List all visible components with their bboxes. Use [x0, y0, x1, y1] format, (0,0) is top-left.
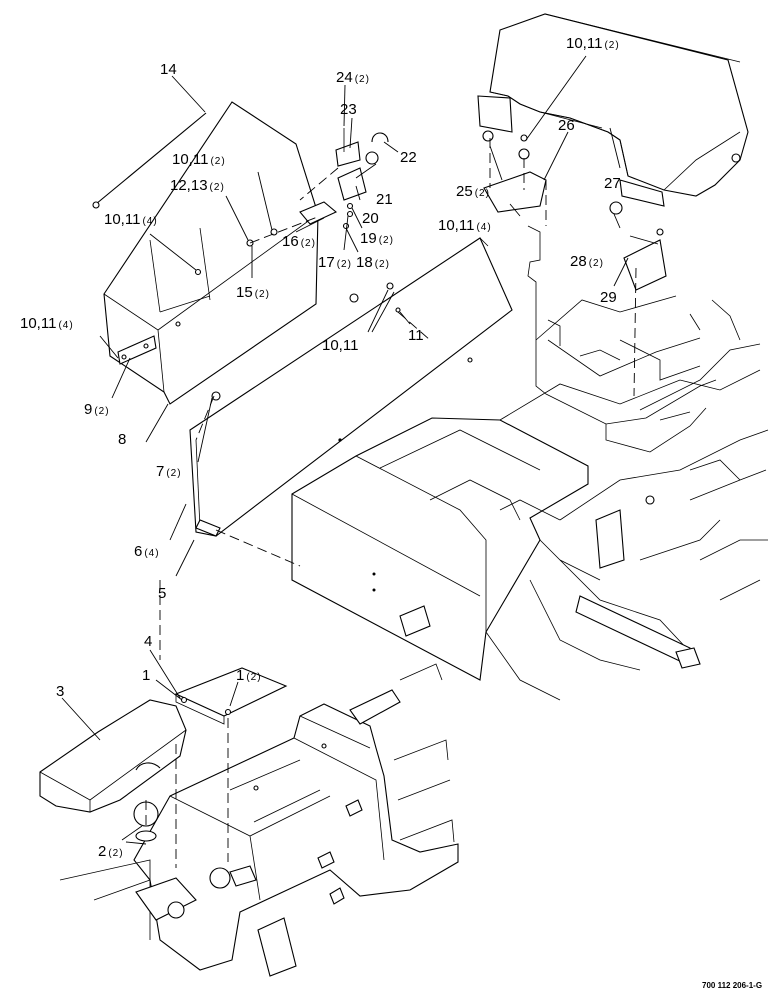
- callout-22: 22: [400, 149, 417, 166]
- frame-main-drawing: [291, 369, 769, 701]
- callout-25: 25(2): [456, 183, 490, 200]
- callout-24: 24(2): [336, 69, 370, 86]
- bracket-26-drawing: [482, 130, 667, 291]
- callout-21: 21: [376, 191, 393, 208]
- callout-11: 11: [408, 327, 424, 344]
- callout-2: 2(2): [98, 843, 124, 860]
- callout-7: 7(2): [156, 463, 182, 480]
- callout-26: 26: [558, 117, 575, 134]
- callout-labels: 14 24(2) 23 22 21 20 19(2) 18(2) 17(2) 1…: [20, 35, 621, 860]
- box-8-drawing: [92, 101, 338, 405]
- callout-17: 17(2): [318, 254, 352, 271]
- cover-27-drawing: [477, 13, 749, 207]
- callout-20: 20: [362, 210, 379, 227]
- leader-lines: [61, 55, 629, 845]
- callout-3: 3: [56, 683, 64, 700]
- callout-10-11-b: 10,11(4): [104, 211, 158, 228]
- callout-10-11-c: 10,11(4): [20, 315, 74, 332]
- callout-10-11-d: 10,11: [322, 337, 358, 354]
- document-number: 700 112 206-1-G: [702, 981, 762, 990]
- callout-9: 9(2): [84, 401, 110, 418]
- callout-10-11-e: 10,11(2): [566, 35, 620, 52]
- callout-14: 14: [160, 61, 177, 78]
- cover-3-drawing: [39, 699, 187, 813]
- callout-15: 15(2): [236, 284, 270, 301]
- callout-5: 5: [158, 585, 166, 602]
- callout-28: 28(2): [570, 253, 604, 270]
- callout-16: 16(2): [282, 233, 316, 250]
- frame-upper-drawing: [527, 225, 761, 453]
- callout-1-qty: 1(2): [236, 667, 262, 684]
- frame-lower-drawing: [59, 663, 459, 977]
- callout-4: 4: [144, 633, 152, 650]
- callout-1: 1: [142, 667, 150, 684]
- callout-10-11-a: 10,11(2): [172, 151, 226, 168]
- panel-5-drawing: [189, 237, 513, 537]
- callout-8: 8: [118, 431, 126, 448]
- callout-10-11-f: 10,11(4): [438, 217, 492, 234]
- callout-27: 27: [604, 175, 621, 192]
- callout-18: 18(2): [356, 254, 390, 271]
- callout-23: 23: [340, 101, 357, 118]
- callout-29: 29: [600, 289, 617, 306]
- callout-12-13: 12,13(2): [170, 177, 225, 194]
- plate-4-drawing: [174, 667, 288, 725]
- callout-6: 6(4): [134, 543, 160, 560]
- callout-19: 19(2): [360, 230, 394, 247]
